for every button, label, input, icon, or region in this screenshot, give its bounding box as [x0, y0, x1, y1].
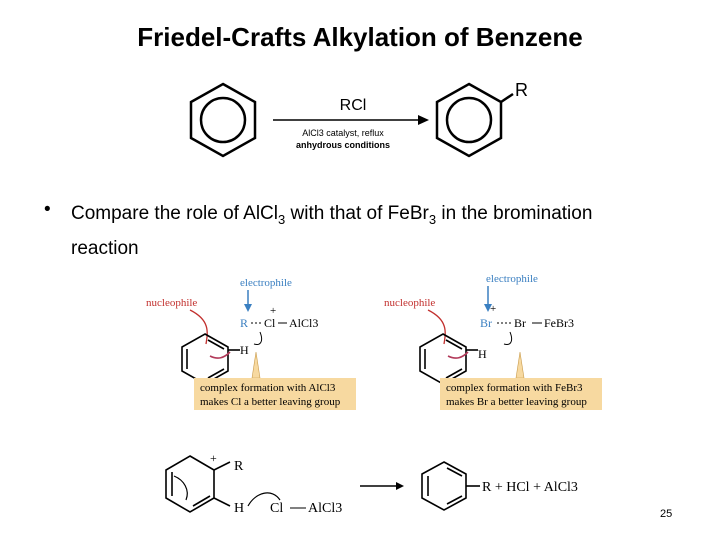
bottom-atom-h: H — [234, 501, 244, 516]
svg-text:+: + — [210, 451, 217, 465]
bullet-sub2: 3 — [428, 211, 437, 227]
conditions-line1: AlCl3 catalyst, reflux — [302, 128, 384, 138]
bullet-part1: Compare the role of AlCl — [71, 203, 278, 224]
left-nucleophile-label: nucleophile — [146, 297, 197, 309]
bullet-part3: in the bromination reaction — [71, 203, 593, 259]
slide-title: Friedel-Crafts Alkylation of Benzene — [137, 22, 583, 52]
right-atom-br2: Br — [514, 316, 526, 330]
left-electrophile-label: electrophile — [240, 277, 292, 289]
right-atom-br1: Br — [480, 316, 492, 330]
bottom-lewis-acid: AlCl3 — [308, 501, 342, 516]
mechanism-comparison: electrophile nucleophile + R Cl AlCl3 H … — [146, 273, 602, 410]
left-note-line2: makes Cl a better leaving group — [200, 396, 341, 408]
bullet-part2: with that of FeBr — [285, 203, 429, 224]
left-atom-cl: Cl — [264, 316, 276, 330]
right-note-box — [440, 378, 602, 410]
bullet-text: Compare the role of AlCl3 with that of F… — [71, 199, 631, 263]
reagent-label: RCl — [340, 97, 367, 114]
svg-text:+: + — [490, 303, 496, 315]
right-electrophile-label: electrophile — [486, 273, 538, 285]
bottom-atom-cl: Cl — [270, 501, 283, 516]
right-atom-h: H — [478, 347, 487, 361]
bottom-atom-r: R — [234, 459, 244, 474]
bullet-symbol: • — [44, 199, 51, 220]
benzene-alkylation-reaction: RCl AlCl3 catalyst, reflux anhydrous con… — [189, 80, 528, 158]
page-number: 25 — [660, 508, 673, 520]
bottom-product: R + HCl + AlCl3 — [482, 480, 578, 495]
left-atom-h: H — [240, 343, 249, 357]
alkylation-mechanism: electrophile nucleophile + R Cl AlCl3 H … — [146, 277, 356, 410]
bullet-sub1: 3 — [278, 211, 286, 227]
right-note-line1: complex formation with FeBr3 — [446, 382, 583, 394]
svg-text:+: + — [270, 305, 276, 317]
left-atom-r: R — [240, 316, 248, 330]
right-lewis-acid: FeBr3 — [544, 316, 574, 330]
right-note-line2: makes Br a better leaving group — [446, 396, 587, 408]
left-note-box — [194, 378, 356, 410]
benzene-ring-product — [435, 82, 514, 158]
conditions-line2: anhydrous conditions — [296, 140, 390, 150]
substituent-label: R — [515, 80, 528, 100]
right-nucleophile-label: nucleophile — [384, 297, 435, 309]
left-lewis-acid: AlCl3 — [289, 316, 318, 330]
left-note-line1: complex formation with AlCl3 — [200, 382, 336, 394]
bromination-mechanism: electrophile nucleophile + Br Br FeBr3 H… — [384, 273, 602, 410]
deprotonation-step: + R H Cl AlCl3 R + HCl + AlCl3 — [165, 451, 578, 516]
benzene-ring-reactant — [189, 82, 257, 158]
